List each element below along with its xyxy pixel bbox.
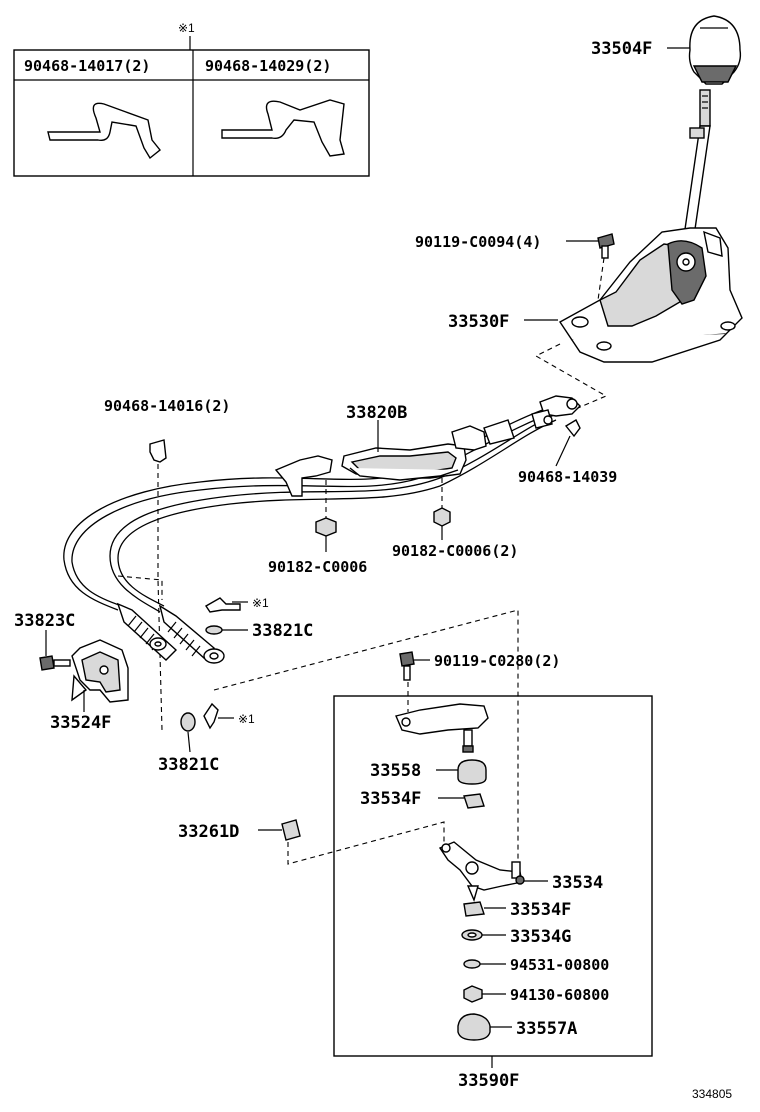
bushing-33558 — [457, 759, 487, 785]
label-cable-assembly: 33820B — [346, 403, 407, 423]
clip-14017-drawing — [47, 102, 161, 160]
washer-upper — [205, 625, 223, 635]
label-mark-upper: ※1 — [252, 596, 269, 610]
cable-end-inner — [158, 604, 225, 664]
label-lever-33534: 33534 — [552, 873, 603, 893]
label-bushing-33558: 33558 — [370, 761, 421, 781]
clip-mark-lower — [203, 702, 219, 730]
bracket-bolt — [39, 655, 71, 671]
legend-col-1: 90468-14017(2) — [24, 57, 150, 75]
label-lever-assembly: 33590F — [458, 1071, 519, 1091]
label-bolt-top: 90119-C0094(4) — [415, 233, 541, 251]
bolt-lever — [399, 651, 415, 681]
lever-33534 — [438, 841, 525, 903]
label-bushing-33534f-lower: 33534F — [510, 900, 571, 920]
label-bracket-bolt: 33823C — [14, 611, 75, 631]
clip-14029-drawing — [221, 99, 345, 157]
label-nut-94130: 94130-60800 — [510, 986, 609, 1004]
nut-right — [433, 478, 451, 540]
bushing-33534f-upper — [463, 793, 485, 809]
nut-left — [315, 480, 337, 552]
label-nut-right: 90182-C0006(2) — [392, 542, 518, 560]
cable-end-outer — [116, 602, 178, 661]
clip-right — [564, 419, 581, 438]
legend-table: ※1 90468-14017(2) 90468-14029(2) — [13, 21, 370, 177]
figure-number: 334805 — [692, 1087, 732, 1101]
label-washer-33534g: 33534G — [510, 927, 571, 947]
washer-94531 — [463, 959, 481, 969]
label-clip-left: 90468-14016(2) — [104, 397, 230, 415]
label-clip-right: 90468-14039 — [518, 468, 617, 486]
legend-note-mark: ※1 — [178, 21, 195, 35]
nut-94130 — [463, 985, 483, 1003]
label-washer-lower: 33821C — [158, 755, 219, 775]
bushing-33534f-lower — [463, 901, 485, 917]
shift-rod — [683, 89, 711, 237]
label-washer-upper: 33821C — [252, 621, 313, 641]
label-shift-knob: 33504F — [591, 39, 652, 59]
upper-lever — [395, 703, 489, 753]
clip-left — [149, 439, 167, 463]
label-nut-left: 90182-C0006 — [268, 558, 367, 576]
shift-knob — [688, 15, 742, 85]
label-bushing-33557a: 33557A — [516, 1019, 577, 1039]
label-damper: 33261D — [178, 822, 239, 842]
legend-frame — [13, 49, 370, 177]
label-bushing-33534f-upper: 33534F — [360, 789, 421, 809]
lever-assembly-frame — [333, 695, 653, 1057]
shift-lever-housing — [558, 227, 743, 363]
label-bracket: 33524F — [50, 713, 111, 733]
label-shift-lever-housing: 33530F — [448, 312, 509, 332]
label-bolt-lever: 90119-C0280(2) — [434, 652, 560, 670]
cable-assembly — [63, 395, 581, 613]
bushing-33557a — [457, 1013, 491, 1041]
label-washer-94531: 94531-00800 — [510, 956, 609, 974]
damper-33261d — [281, 819, 301, 841]
bracket — [71, 639, 129, 703]
label-mark-lower: ※1 — [238, 712, 255, 726]
clip-mark-upper — [205, 597, 241, 613]
legend-col-2: 90468-14029(2) — [205, 57, 331, 75]
bolt-top — [597, 233, 615, 259]
washer-lower — [180, 712, 196, 732]
